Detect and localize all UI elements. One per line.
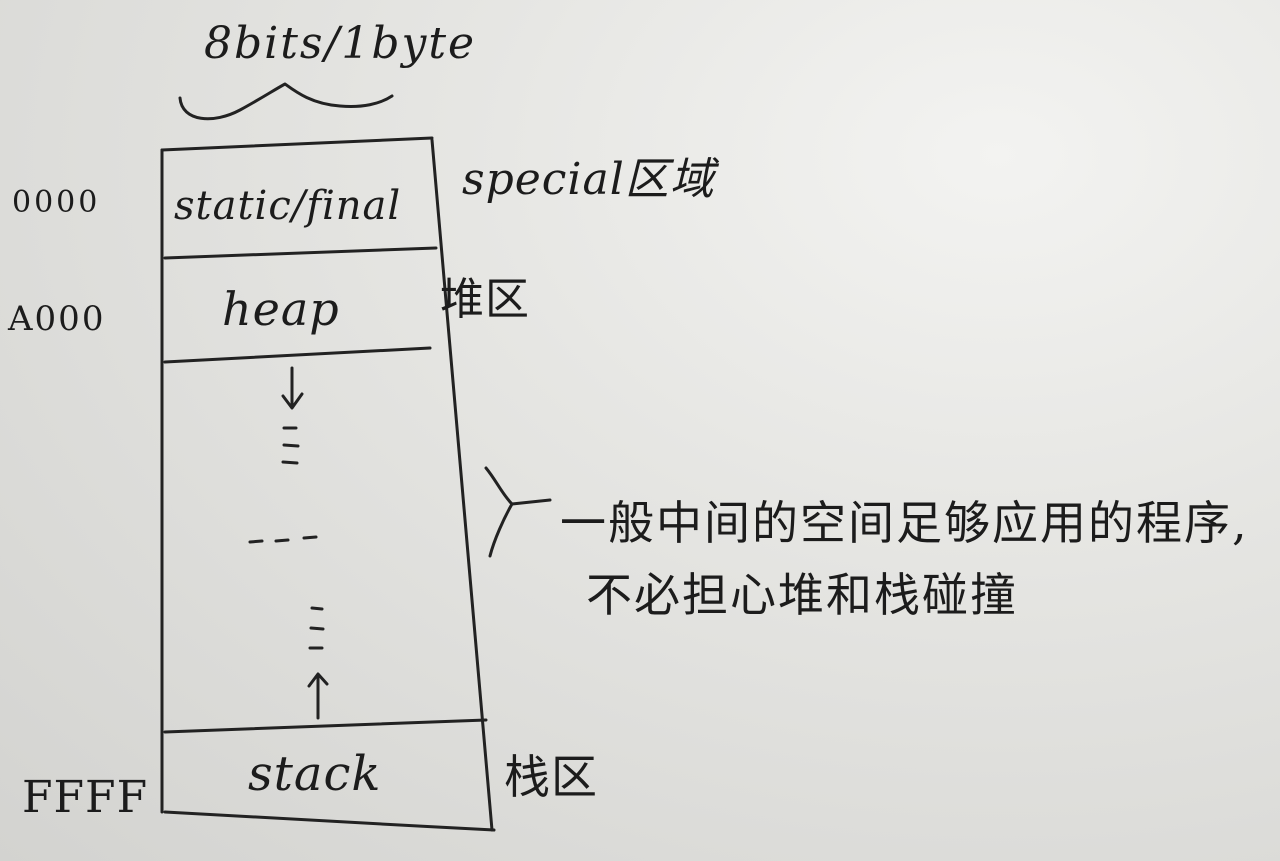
- segment-stack: stack: [248, 746, 382, 802]
- continuation-dashes-upper: [281, 426, 300, 465]
- memory-column-top-edge: [160, 136, 434, 152]
- stack-growth-arrow-head: [307, 672, 329, 688]
- continuation-dashes-middle: [248, 535, 318, 544]
- address-start: 0000: [12, 185, 101, 220]
- region-label-heap: 堆区: [440, 274, 530, 325]
- width-brace: [178, 82, 394, 121]
- address-heap-start: A000: [8, 299, 106, 339]
- memory-column-right-edge: [430, 138, 494, 832]
- continuation-dashes-lower: [308, 606, 325, 650]
- static-heap-divider: [163, 246, 438, 260]
- free-stack-divider: [163, 718, 488, 734]
- note-line-1: 一般中间的空间足够应用的程序,: [560, 496, 1249, 550]
- memory-column-bottom-edge: [163, 810, 496, 832]
- note-line-2: 不必担心堆和栈碰撞: [586, 568, 1018, 622]
- note-pointer-brace: [484, 466, 514, 558]
- segment-static-final: static/final: [174, 183, 402, 229]
- region-label-stack: 栈区: [504, 750, 598, 804]
- heap-free-divider: [163, 346, 432, 364]
- address-end: FFFF: [22, 772, 149, 823]
- note-pointer-line: [510, 498, 552, 506]
- segment-heap: heap: [222, 282, 340, 336]
- region-label-special: special区域: [462, 154, 715, 205]
- byte-width-label: 8bits/1byte: [204, 18, 477, 69]
- heap-growth-arrow-head: [281, 392, 304, 410]
